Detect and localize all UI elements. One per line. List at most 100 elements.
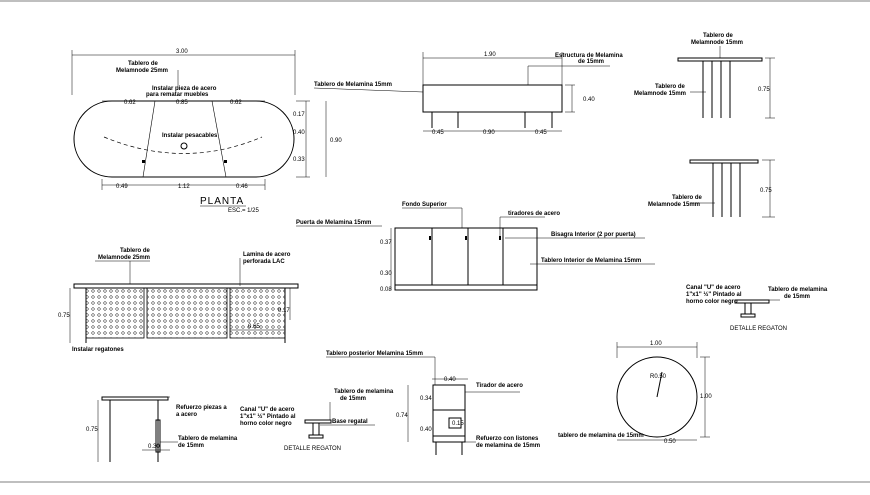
elev-panel-2 (146, 287, 228, 339)
detail-right-r2: de 15mm (784, 294, 810, 300)
circle-table-plan: 1.00 R0.50 1.00 tablero de melamina de 1… (558, 341, 712, 445)
circle-w: 1.00 (650, 341, 662, 347)
section-h3: 0.15 (452, 421, 464, 427)
plan-dim-r3: 0.33 (293, 157, 305, 163)
side-view-small-2: Tablero de Melamnode 15mm 0.75 (648, 159, 775, 218)
plan-dim-b: 0.85 (176, 100, 188, 106)
detail-regaton-right: Canal "U" de acero 1"x1" ½" Pintado al h… (686, 285, 828, 332)
detail-right-r1: Tablero de melamina (768, 287, 828, 293)
detail-right-post (744, 302, 752, 315)
plan-scale: ESC.= 1/25 (228, 208, 260, 214)
plan-dim-a: 0.62 (124, 100, 136, 106)
detail-regaton-mid: Canal "U" de acero 1"x1" ½" Pintado al h… (240, 389, 394, 452)
front-view-top: 1.90 Estructura de Melamina de 15mm Tabl… (313, 52, 623, 136)
elev-tabletop (73, 283, 299, 289)
circle-h: 1.00 (700, 394, 712, 400)
elev-right-label: Lamina de acero (243, 252, 291, 258)
bl-r1: Refuerzo piezas a (176, 405, 227, 411)
plan-dim-rt: 0.90 (330, 138, 342, 144)
side-small-top (677, 57, 763, 62)
front-top-c: 0.45 (535, 130, 547, 136)
elev-w: 0.65 (248, 324, 260, 330)
cabinet-right3: Tablero Interior de Melamina 15mm (541, 258, 641, 264)
cabinet-left-label: Puerta de Melamina 15mm (296, 220, 371, 226)
section-h-total: 0.74 (396, 413, 408, 419)
side-small-label-2: Melamnode 15mm (691, 40, 743, 46)
plan-dim-c: 0.62 (230, 100, 242, 106)
plan-total-dim: 3.00 (176, 49, 188, 55)
detail-right-l3: horno color negro (686, 299, 738, 305)
bottom-left-side-view: 0.75 Refuerzo piezas a a acero Tablero d… (86, 396, 238, 462)
plan-dim-r1: 0.17 (293, 112, 305, 118)
circle-table-outline (616, 356, 698, 438)
plan-bottom-a: 0.49 (116, 184, 128, 190)
plan-bottom-c: 0.46 (236, 184, 248, 190)
cabinet-right2: Bisagra Interior (2 por puerta) (551, 232, 636, 238)
circle-r: R0.50 (650, 374, 667, 380)
cabinet-section: Tablero posterior Melamina 15mm 0.40 0.7… (326, 351, 540, 455)
detail-mid-l3: horno color negro (240, 421, 292, 427)
detail-mid-t1: Tablero de melamina (334, 389, 394, 395)
front-top-dim: 1.90 (484, 52, 496, 58)
detail-mid-title: DETALLE REGATON (284, 446, 341, 452)
cabinet-right-label: tiradores de acero (508, 211, 560, 217)
side-small-h: 0.75 (758, 87, 770, 93)
bl-r2: a acero (176, 412, 197, 418)
front-top-right-label-2: de 15mm (578, 59, 604, 65)
cabinet-d2: 0.30 (380, 271, 392, 277)
elev-bottom-label: Instalar regatones (72, 347, 124, 353)
section-right2: Refuerzo con listones (476, 436, 539, 442)
elevation-view: Tablero de Melamnode 25mm Lamina de acer… (58, 248, 299, 353)
cabinet-d1: 0.37 (380, 240, 392, 246)
plan-cable-hole (180, 142, 188, 150)
elev-right-label-2: perforada LAC (243, 259, 285, 265)
elev-panel-1 (85, 287, 145, 339)
circle-bottom-label: tablero de melamina de 15mm (558, 433, 644, 439)
elev-h: 0.75 (58, 313, 70, 319)
detail-right-l1: Canal "U" de acero (686, 285, 741, 291)
section-h1: 0.34 (420, 396, 432, 402)
side-small-label: Tablero de (703, 33, 734, 39)
cabinet-elevation: Fondo Superior Puerta de Melamina 15mm t… (296, 202, 655, 293)
detail-mid-base: Base regatal (332, 419, 368, 425)
plan-center-label: Instalar pesacables (162, 133, 218, 139)
bl-top (101, 396, 169, 401)
section-right1: Tirador de acero (476, 383, 523, 389)
side-small2-label: Tablero de (672, 195, 703, 201)
detail-mid-t2: de 15mm (340, 396, 366, 402)
side-view-small: Tablero de Melamnode 15mm Tablero de Mel… (634, 33, 775, 119)
detail-mid-l1: Canal "U" de acero (240, 407, 295, 413)
front-top-panel (422, 84, 563, 113)
detail-right-l2: 1"x1" ½" Pintado al (686, 291, 742, 298)
bl-t2: de 15mm (178, 443, 204, 449)
plan-sink-label: Instalar pieza de acero (152, 86, 217, 92)
detail-right-plate (734, 299, 770, 304)
plan-table-outline (73, 100, 295, 178)
plan-cable-curve (103, 136, 263, 154)
front-top-right-label: Estructura de Melamina (555, 53, 623, 59)
bl-w: 0.30 (148, 444, 160, 450)
circle-b: 0.50 (664, 439, 676, 445)
elev-panel-3 (229, 287, 286, 339)
detail-right-title: DETALLE REGATON (730, 326, 787, 332)
front-top-b: 0.90 (483, 130, 495, 136)
section-w: 0.40 (444, 377, 456, 383)
plan-top-label: Tablero de (128, 61, 159, 67)
section-top-label: Tablero posterior Melamina 15mm (326, 351, 423, 357)
plan-dim-r2: 0.40 (293, 130, 305, 136)
cabinet-body (394, 227, 538, 291)
plan-title: PLANTA (200, 196, 244, 207)
side-small2-label-2: Melamnode 15mm (648, 202, 700, 208)
front-top-a: 0.45 (432, 130, 444, 136)
elev-top-label-2: Melamnode 25mm (98, 255, 150, 261)
section-h2: 0.40 (420, 427, 432, 433)
bl-h: 0.75 (86, 427, 98, 433)
front-top-left-label: Tablero de Melamina 15mm (314, 82, 392, 88)
cabinet-d3: 0.08 (380, 287, 392, 293)
side-small-leg-label: Tablero de (655, 84, 686, 90)
plan-top-label-2: Melamnode 25mm (116, 68, 168, 74)
side-small2-h: 0.75 (760, 188, 772, 194)
plan-bottom-b: 1.12 (178, 184, 190, 190)
plan-view: 3.00 Tablero de Melamnode 25mm 0.62 0.85… (71, 49, 342, 214)
